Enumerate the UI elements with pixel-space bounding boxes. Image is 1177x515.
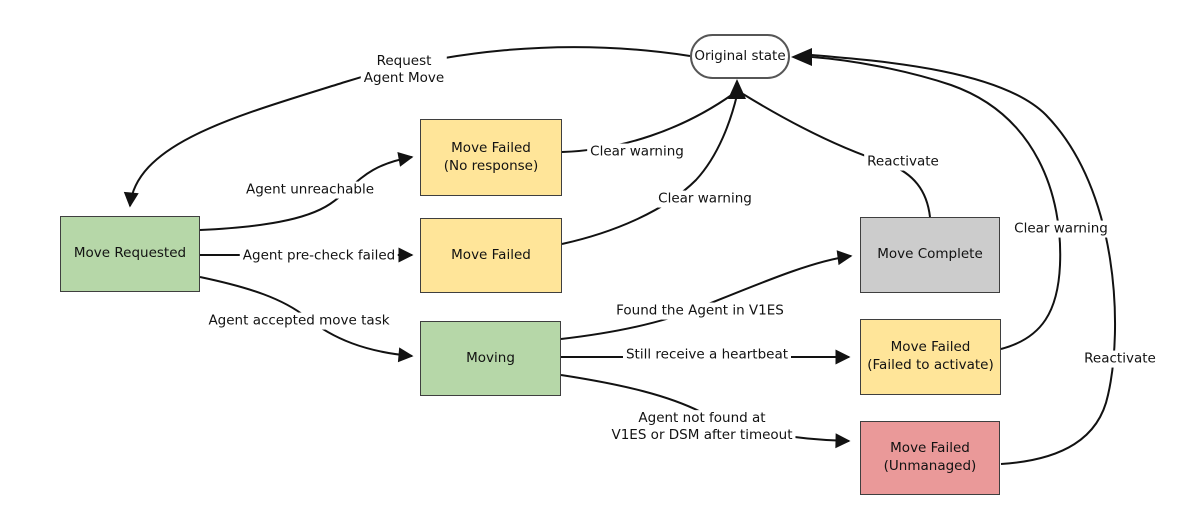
node-sublabel: (Unmanaged): [883, 458, 977, 474]
node-move-failed-unmanaged: Move Failed (Unmanaged): [860, 421, 1000, 495]
edge-label-agent-accepted-move-task: Agent accepted move task: [205, 312, 393, 330]
edge-label-agent-unreachable: Agent unreachable: [242, 181, 378, 199]
edge-clear-warning-move-failed: [561, 94, 738, 245]
arrowhead-into-original-right: [791, 48, 812, 66]
arrowhead-into-original-bottom: [728, 79, 746, 99]
node-move-complete: Move Complete: [860, 217, 1000, 293]
edge-request-agent-move: [123, 46, 691, 208]
node-move-requested: Move Requested: [60, 216, 200, 292]
node-sublabel: (Failed to activate): [867, 357, 994, 373]
node-label: Move Requested: [73, 245, 187, 262]
edge-label-reactivate-unmanaged: Reactivate: [1081, 350, 1159, 368]
edge-label-clear-warning-no-response: Clear warning: [587, 143, 687, 161]
node-sublabel: (No response): [443, 157, 539, 174]
edge-label-reactivate-move-complete: Reactivate: [864, 153, 942, 171]
node-label: Move Failed: [890, 440, 970, 457]
edge-label-agent-not-found: Agent not found at V1ES or DSM after tim…: [608, 410, 796, 444]
node-move-failed-no-response: Move Failed (No response): [420, 119, 562, 196]
node-move-failed: Move Failed: [420, 218, 562, 293]
edge-clear-warning-no-response: [561, 93, 734, 153]
edge-found-agent-v1es: [560, 250, 853, 340]
edge-label-agent-pre-check-failed: Agent pre-check failed: [239, 247, 399, 265]
node-original-state: Original state: [690, 34, 790, 79]
node-label: Move Failed: [451, 246, 531, 263]
node-moving: Moving: [420, 321, 561, 396]
node-label: Original state: [694, 47, 786, 64]
edge-label-request-agent-move: Request Agent Move: [360, 53, 448, 87]
edge-label-clear-warning-move-failed: Clear warning: [655, 190, 755, 208]
node-move-failed-failed-to-activate: Move Failed (Failed to activate): [860, 319, 1001, 395]
node-label: Moving: [466, 349, 515, 366]
edge-label-clear-warning-failed-to-activate: Clear warning: [1011, 220, 1111, 238]
edge-label-still-receive-heartbeat: Still receive a heartbeat: [622, 346, 792, 364]
node-label: Move Complete: [877, 246, 983, 263]
edge-clear-warning-failed-to-activate: [811, 56, 1062, 350]
edge-agent-unreachable: [199, 152, 414, 231]
node-label: Move Failed: [451, 139, 531, 156]
node-label: Move Failed: [890, 339, 971, 356]
edge-label-found-agent-v1es: Found the Agent in V1ES: [613, 302, 787, 320]
